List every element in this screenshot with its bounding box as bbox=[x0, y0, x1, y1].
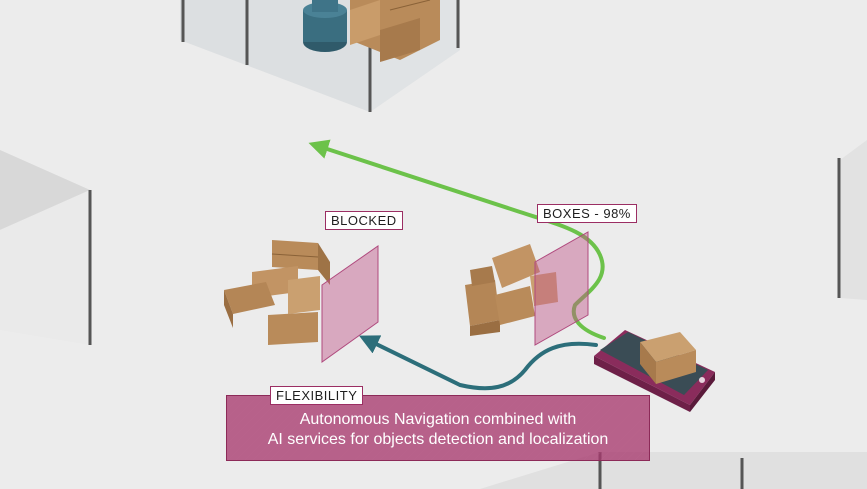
flexibility-label: FLEXIBILITY bbox=[270, 386, 364, 405]
teal-navigation-path bbox=[359, 335, 598, 391]
left-enclosure bbox=[0, 150, 92, 345]
caption-line-2: AI services for objects detection and lo… bbox=[267, 431, 609, 448]
blocked-plane bbox=[321, 245, 379, 363]
boxes-detection-plane bbox=[534, 231, 589, 346]
right-enclosure bbox=[837, 140, 867, 300]
blocked-label: BLOCKED bbox=[325, 211, 403, 230]
robot-arm bbox=[303, 0, 347, 52]
amr-robot bbox=[594, 330, 715, 412]
robot-cargo-box bbox=[640, 332, 696, 362]
stacked-boxes bbox=[350, 0, 440, 62]
green-navigation-path bbox=[308, 139, 606, 340]
box-pile-blocked bbox=[224, 240, 330, 345]
robot-cell-enclosure bbox=[180, 0, 460, 112]
feature-caption-box: Autonomous Navigation combined with AI s… bbox=[226, 395, 650, 461]
caption-line-1: Autonomous Navigation combined with bbox=[299, 411, 577, 428]
box-pile-detected bbox=[465, 244, 558, 336]
boxes-detection-label: BOXES - 98% bbox=[537, 204, 637, 223]
